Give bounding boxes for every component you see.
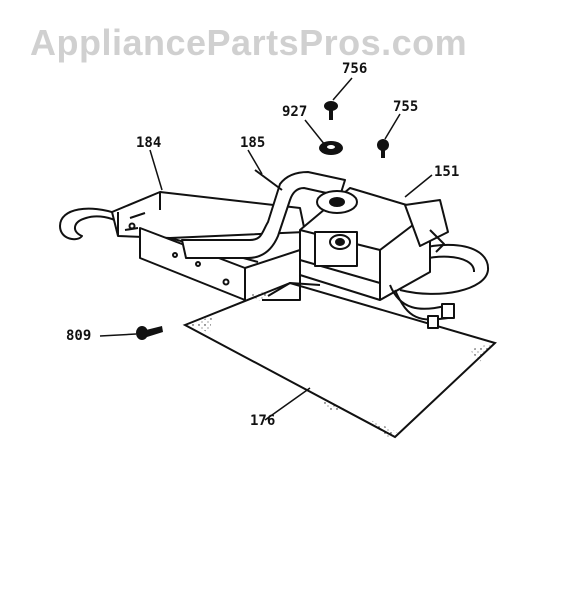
callout-809: 809 [66,328,92,344]
callout-927: 927 [282,104,308,120]
callout-176: 176 [250,413,276,429]
watermark-logo: AppliancePartsPros.com [30,22,468,63]
callout-756: 756 [342,61,368,77]
callout-755: 755 [393,99,419,115]
part-151-motor [267,187,490,329]
leader-lines [99,77,433,421]
part-809-screw [136,326,163,340]
part-755-screw [377,139,389,158]
callout-185: 185 [240,135,266,151]
callout-151: 151 [434,164,460,180]
callout-184: 184 [136,135,162,151]
part-176-pad [182,281,497,439]
part-756-screw [324,101,338,120]
